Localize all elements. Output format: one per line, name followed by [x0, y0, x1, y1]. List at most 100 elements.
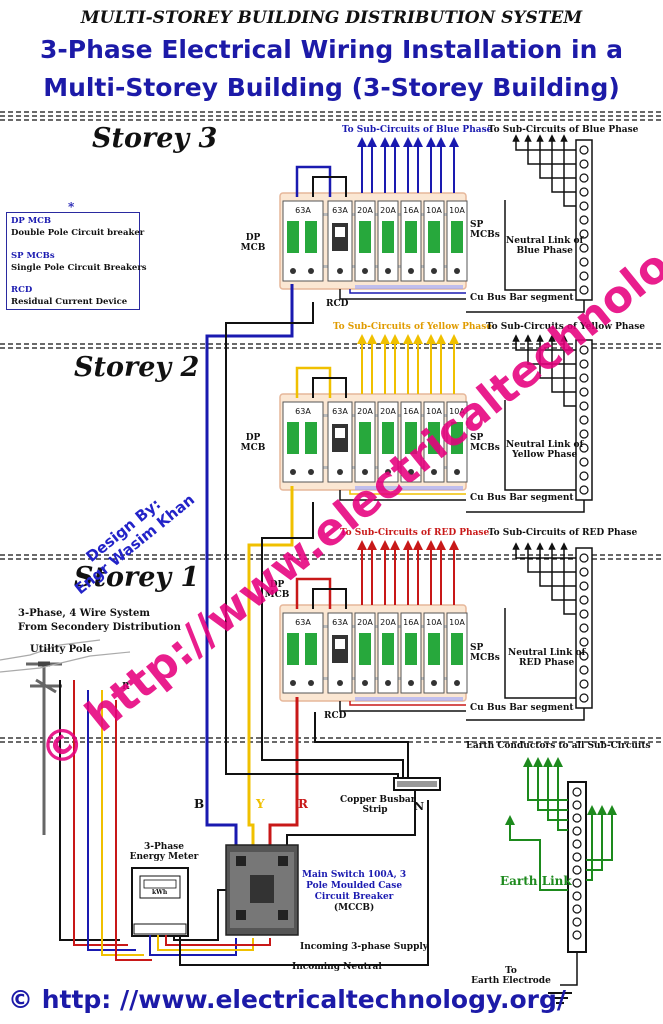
sp-mcb-storey-3-4: 16A — [400, 200, 422, 282]
mcb-rating: 16A — [403, 618, 419, 627]
busbar-label-1: Cu Bus Bar segment — [470, 703, 574, 713]
distribution-board-storey-2: 63A 63A 20A 20A 16A 10A 10A — [279, 334, 468, 501]
earth-terminals — [572, 787, 582, 940]
riser-y-label: Y — [256, 797, 265, 811]
mcb-rating: 10A — [449, 206, 465, 215]
mcb-rating: 20A — [357, 206, 373, 215]
blue-subcircuits-label: To Sub-Circuits of Blue Phase — [342, 125, 493, 135]
riser-b-label: B — [194, 797, 205, 811]
mcb-rating: 63A — [295, 206, 311, 215]
storey-3-label: Storey 3 — [92, 123, 218, 154]
sp-mcb-storey-1-2: 20A — [354, 612, 376, 694]
sp-mcb-storey-2-5: 10A — [423, 401, 445, 483]
mcb-rating: 20A — [357, 407, 373, 416]
neutral-n-label: N — [414, 800, 425, 813]
mcb-rating: 20A — [380, 206, 396, 215]
mcb-rating: 20A — [380, 407, 396, 416]
mcb-rating: 20A — [357, 618, 373, 627]
yellow-subcircuits-right-label: To Sub-Circuits of Yellow Phase — [486, 322, 646, 332]
riser-yellow — [247, 486, 294, 850]
energy-meter — [131, 867, 189, 937]
legend-term-sp-mcbs: SP MCBs — [11, 251, 55, 261]
meter-unit-label: kWh — [152, 889, 168, 896]
riser-r-label: R — [298, 797, 308, 811]
footer-url[interactable]: © http: //www.electricaltechnology.org/ — [8, 985, 567, 1014]
sp-mcb-storey-2-6: 10A — [446, 401, 468, 483]
legend-desc-dp-mcb: Double Pole Circuit breaker — [11, 228, 145, 238]
red-subcircuits-label: To Sub-Circuits of RED Phase — [340, 528, 490, 538]
neutral-link-storey-1 — [466, 542, 593, 721]
supply-system-label: 3-Phase, 4 Wire System — [18, 608, 150, 619]
mcb-rating: 63A — [332, 618, 348, 627]
mcb-rating: 63A — [332, 407, 348, 416]
mcb-rating: 10A — [426, 407, 442, 416]
rcd-storey-1-1: 63A — [327, 612, 353, 694]
mcb-rating: 63A — [295, 407, 311, 416]
supply-from-label: From Secondery Distribution — [18, 622, 181, 633]
sp-mcb-storey-3-5: 10A — [423, 200, 445, 282]
earth-link-label: Earth Link — [500, 874, 572, 888]
pole-r-label: R — [122, 682, 130, 692]
sp-mcb-storey-3-3: 20A — [377, 200, 399, 282]
distribution-board-storey-3: 63A 63A 20A 20A 16A 10A 10A — [279, 137, 468, 300]
busbar-label-2: Cu Bus Bar segment — [470, 493, 574, 503]
utility-pole — [0, 639, 131, 835]
neutral-risers — [225, 302, 416, 850]
main-switch-mccb — [225, 844, 299, 936]
sp-mcb-storey-1-4: 16A — [400, 612, 422, 694]
mcb-rating: 10A — [449, 407, 465, 416]
sp-mcb-storey-3-2: 20A — [354, 200, 376, 282]
mcb-rating: 16A — [403, 407, 419, 416]
legend-desc-sp-mcbs: Single Pole Circuit Breakers — [11, 263, 147, 273]
legend-marker: * — [68, 200, 75, 214]
mcb-rating: 63A — [332, 206, 348, 215]
yellow-subcircuits-label: To Sub-Circuits of Yellow Phase — [333, 322, 493, 332]
rcd-storey-3-1: 63A — [327, 200, 353, 282]
dp-mcb-storey-2-0: 63A — [282, 401, 324, 483]
earth-conductors-label: Earth Conductors to all Sub-Circuits — [466, 741, 651, 751]
supply-drop-wires — [59, 680, 152, 961]
sp-mcb-storey-3-6: 10A — [446, 200, 468, 282]
neutral-link-storey-2 — [466, 334, 593, 513]
mcb-rating: 63A — [295, 618, 311, 627]
distribution-board-storey-1: 63A 63A 20A 20A 16A 10A 10A — [279, 540, 468, 712]
sp-mcb-storey-1-3: 20A — [377, 612, 399, 694]
incoming-supply-label: Incoming 3-phase Supply — [300, 942, 429, 952]
rcd-label-1: RCD — [324, 711, 347, 721]
sp-mcb-storey-2-4: 16A — [400, 401, 422, 483]
blue-subcircuits-right-label: To Sub-Circuits of Blue Phase — [488, 125, 639, 135]
rcd-label-3: RCD — [326, 299, 349, 309]
copper-busbar-strip — [393, 777, 441, 791]
mcb-rating: 10A — [449, 618, 465, 627]
busbar-label-3: Cu Bus Bar segment — [470, 293, 574, 303]
mcb-rating: 16A — [403, 206, 419, 215]
incoming-neutral-label: Incoming Neutral — [292, 962, 382, 972]
legend-desc-rcd: Residual Current Device — [11, 297, 128, 307]
neutral-link-storey-3 — [466, 134, 593, 313]
diagram-title-line1: 3-Phase Electrical Wiring Installation i… — [40, 35, 623, 64]
red-subcircuits-right-label: To Sub-Circuits of RED Phase — [488, 528, 638, 538]
legend-term-rcd: RCD — [11, 285, 33, 295]
rcd-storey-2-1: 63A — [327, 401, 353, 483]
sp-mcb-storey-1-5: 10A — [423, 612, 445, 694]
legend-box: DP MCB Double Pole Circuit breaker SP MC… — [6, 212, 147, 310]
utility-pole-label: Utility Pole — [30, 644, 93, 655]
dp-mcb-storey-3-0: 63A — [282, 200, 324, 282]
sp-mcb-storey-2-3: 20A — [377, 401, 399, 483]
riser-blue — [205, 284, 294, 850]
